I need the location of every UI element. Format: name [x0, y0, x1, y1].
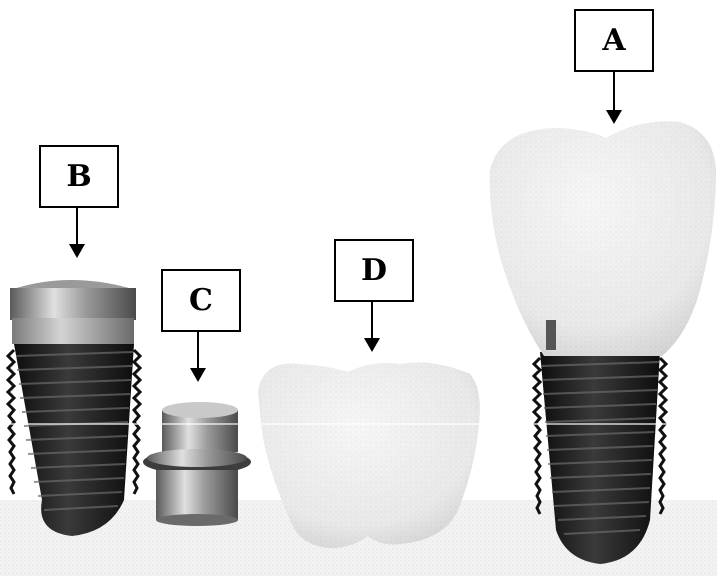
arrow-to-d	[364, 302, 380, 352]
abutment-icon	[143, 402, 251, 526]
label-b-text: B	[66, 159, 91, 194]
label-d-text: D	[361, 253, 387, 288]
complete-implant-with-crown-icon	[490, 121, 716, 564]
implant-fixture-icon	[8, 280, 140, 536]
arrow-to-b	[69, 208, 85, 258]
crown-icon	[258, 362, 480, 548]
label-c-text: C	[189, 283, 213, 318]
label-a: A	[574, 9, 654, 72]
label-d: D	[334, 239, 414, 302]
arrow-to-a	[606, 72, 622, 124]
label-a-text: A	[602, 23, 625, 58]
arrow-to-c	[190, 332, 206, 382]
label-c: C	[161, 269, 241, 332]
label-b: B	[39, 145, 119, 208]
